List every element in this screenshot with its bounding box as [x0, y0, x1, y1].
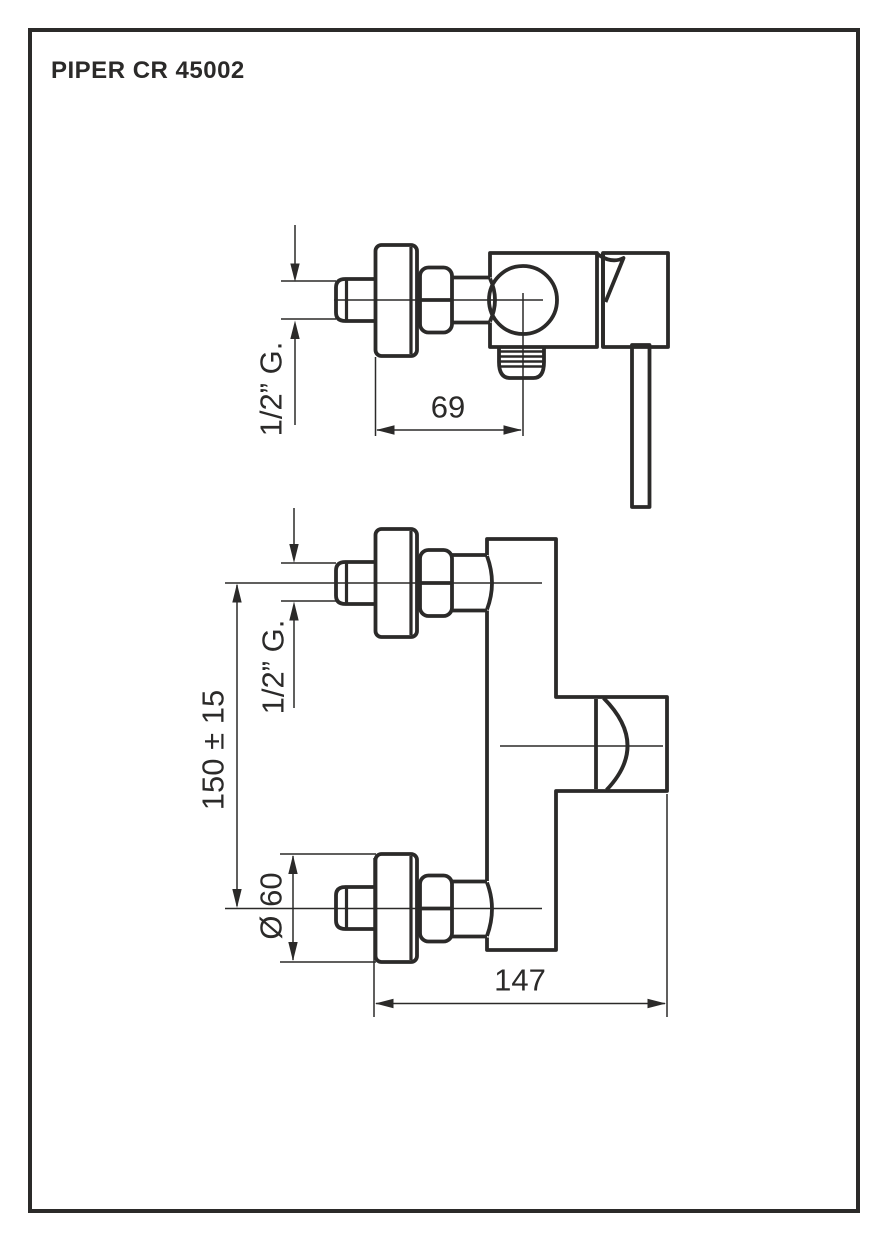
arrowhead-down-icon — [289, 544, 299, 563]
hose-outlet-thread — [497, 347, 546, 380]
thread-size-label-side-view: 1/2” G. — [253, 341, 289, 437]
inlet-thread-nipple — [334, 560, 374, 606]
page-border-frame — [28, 28, 860, 1213]
hose-offset-dimension-label: 69 — [430, 389, 466, 425]
mounting-distance-dimension-label: 150 ± 15 — [195, 689, 231, 811]
arrowhead-left-icon — [376, 425, 395, 435]
arrowhead-left-icon — [375, 998, 394, 1009]
front-view — [225, 508, 669, 1017]
arrowhead-down-icon — [232, 889, 242, 908]
product-title: PIPER CR 45002 — [51, 57, 245, 84]
handle-lever-profile — [596, 252, 626, 303]
arrowhead-down-icon — [290, 263, 300, 282]
arrowhead-up-icon — [288, 855, 298, 874]
wall-flange — [373, 527, 419, 639]
arrowhead-up-icon — [290, 320, 300, 339]
arrowhead-right-icon — [647, 998, 666, 1009]
pipe-end-cap — [485, 555, 494, 611]
thread-size-label-front-view: 1/2” G. — [255, 619, 291, 715]
side-view — [281, 225, 670, 509]
handle-escutcheon — [601, 251, 670, 349]
valve-body — [488, 251, 599, 349]
overall-width-dimension-label: 147 — [494, 962, 546, 998]
valve-body — [485, 537, 669, 952]
arrowhead-down-icon — [288, 942, 298, 961]
flange-diameter-dimension-label: Ø 60 — [253, 872, 289, 940]
handle-lever-bar — [630, 343, 652, 509]
wall-flange — [373, 852, 419, 964]
pipe-end-cap — [485, 881, 494, 937]
arrowhead-up-icon — [289, 601, 299, 621]
inlet-thread-nipple — [334, 885, 374, 931]
handle-knob-arc — [602, 696, 630, 792]
arrowhead-up-icon — [232, 583, 242, 603]
arrowhead-right-icon — [503, 425, 522, 435]
